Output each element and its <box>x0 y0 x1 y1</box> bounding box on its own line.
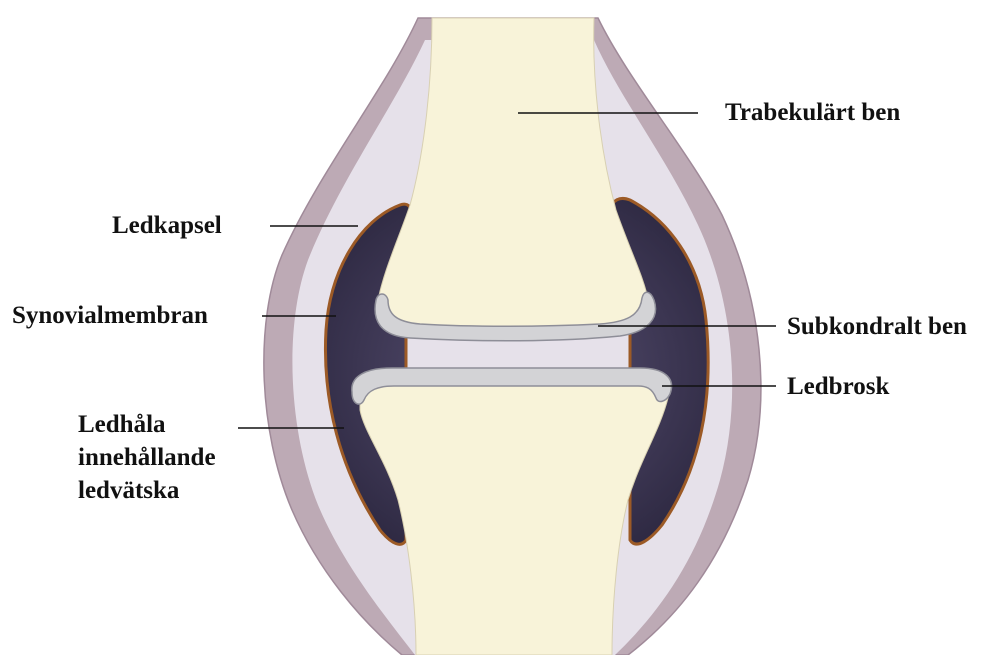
label-joint-cavity-line-1: Ledhåla <box>78 408 216 441</box>
label-joint-cavity-line-3: ledvätska <box>78 474 216 507</box>
label-trabecular-bone: Trabekulärt ben <box>725 96 900 129</box>
label-articular-cartilage: Ledbrosk <box>787 370 889 403</box>
label-joint-cavity-line-2: innehållande <box>78 441 216 474</box>
label-joint-cavity: Ledhåla innehållande ledvätska <box>78 408 216 507</box>
label-synovial-membrane: Synovialmembran <box>12 299 208 332</box>
label-joint-capsule: Ledkapsel <box>112 209 222 242</box>
label-subchondral-bone: Subkondralt ben <box>787 310 967 343</box>
